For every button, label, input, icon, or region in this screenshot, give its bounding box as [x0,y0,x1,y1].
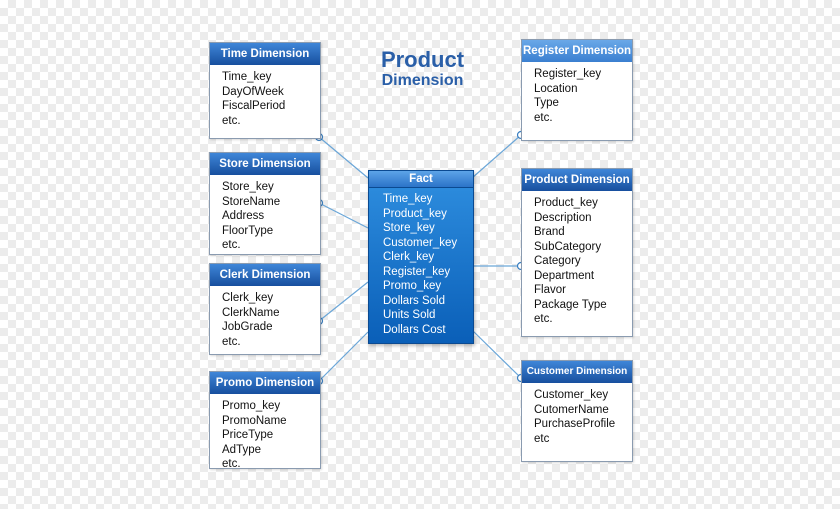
field: Dollars Sold [383,294,445,307]
promo-dimension-fields: Promo_key PromoName PriceType AdType etc… [210,394,320,472]
field: PromoName [222,414,287,427]
field: PriceType [222,429,274,441]
diagram-title-line2: Dimension [381,72,464,90]
store-dimension-fields: Store_key StoreName Address FloorType et… [210,175,320,253]
field: etc. [534,111,553,124]
field: Category [534,255,581,267]
field: Clerk_key [222,292,274,304]
register-dimension-fields: Register_key Location Type etc. [522,62,632,125]
field: Time_key [383,193,433,205]
field: etc. [534,313,553,325]
connector-time-fact [318,136,369,179]
field: Package Type [534,298,607,311]
field: Dollars Cost [383,323,446,336]
connector-promo-fact [318,331,369,382]
field: FloorType [222,224,274,237]
field: DayOfWeek [222,85,284,98]
customer-dimension-fields: Customer_key CutomerName PurchaseProfile… [522,383,632,446]
field: Customer_key [383,236,458,249]
field: SubCategory [534,240,602,253]
clerk-dimension-fields: Clerk_key ClerkName JobGrade etc. [210,286,320,349]
field: Department [534,269,595,282]
field: Customer_key [534,389,609,401]
field: etc. [222,239,241,251]
promo-dimension-table: Promo Dimension Promo_key PromoName Pric… [209,371,321,472]
register-dimension-header: Register Dimension [522,40,632,62]
field: Description [534,211,592,224]
field: Flavor [534,284,566,296]
customer-dimension-table: Customer Dimension Customer_key CutomerN… [521,360,633,462]
field: Register_key [534,68,602,80]
field: Brand [534,226,565,238]
product-dimension-table: Product Dimension Product_key Descriptio… [521,168,633,337]
connector-customer-fact [471,329,522,379]
field: StoreName [222,195,281,208]
field: etc. [222,458,241,470]
diagram-title-line1: Product [380,47,465,72]
time-dimension-header: Time Dimension [210,43,320,65]
field: CutomerName [534,403,609,416]
field: Register_key [383,265,451,278]
clerk-dimension-header: Clerk Dimension [210,264,320,286]
field: Product_key [534,197,598,209]
field: Promo_key [222,400,281,412]
store-dimension-table: Store Dimension Store_key StoreName Addr… [209,152,321,255]
customer-dimension-header: Customer Dimension [522,361,632,383]
field: Address [222,210,265,222]
time-dimension-fields: Time_key DayOfWeek FiscalPeriod etc. [210,65,320,128]
field: etc. [222,335,241,348]
promo-dimension-header: Promo Dimension [210,372,320,394]
field: ClerkName [222,306,280,319]
connector-clerk-fact [318,281,369,322]
field: FiscalPeriod [222,100,286,112]
field: etc [534,432,550,445]
fact-table-header: Fact [369,171,473,188]
connector-store-fact [318,202,369,229]
fact-table: Fact Time_key Product_key Store_key Cust… [368,170,474,344]
product-dimension-fields: Product_key Description Brand SubCategor… [522,191,632,327]
fact-table-fields: Time_key Product_key Store_key Customer_… [369,188,473,337]
field: Store_key [383,222,435,234]
field: AdType [222,443,261,456]
clerk-dimension-table: Clerk Dimension Clerk_key ClerkName JobG… [209,263,321,355]
store-dimension-header: Store Dimension [210,153,320,175]
field: PurchaseProfile [534,418,616,430]
field: Time_key [222,71,272,83]
diagram-title: Product Dimension [360,47,485,90]
field: Clerk_key [383,251,435,263]
product-dimension-header: Product Dimension [522,169,632,191]
field: Promo_key [383,280,442,292]
connector-register-fact [471,134,522,179]
field: Type [534,97,559,109]
field: Units Sold [383,309,436,321]
field: JobGrade [222,321,273,333]
register-dimension-table: Register Dimension Register_key Location… [521,39,633,141]
field: Product_key [383,207,447,220]
field: Location [534,82,578,95]
time-dimension-table: Time Dimension Time_key DayOfWeek Fiscal… [209,42,321,139]
field: Store_key [222,181,274,193]
field: etc. [222,114,241,127]
